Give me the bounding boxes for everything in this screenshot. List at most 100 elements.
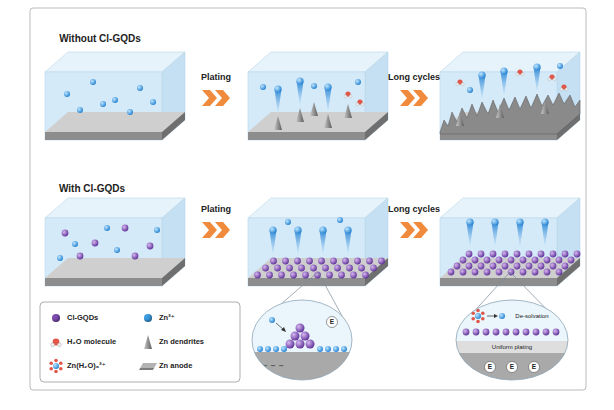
step-label: Long cycles: [388, 73, 440, 83]
panel-bare-cycled-part: [500, 67, 507, 97]
zoom-bubble-uniform-part-part: [553, 329, 560, 336]
zoom-bubble-nucleation-part-part: [281, 346, 287, 352]
panel-bare-plating-part: [310, 102, 318, 116]
panel-bare-plating-part: [274, 85, 281, 115]
zoom-bubble-uniform-part-part: [485, 362, 496, 373]
panel-gqd-plating-part: [285, 219, 291, 225]
zoom-bubble-uniform-part-part: [450, 353, 575, 383]
panel-gqd-plating-part: [319, 226, 326, 256]
zoom-bubble-uniform-part-part: [487, 316, 495, 317]
legend-box: [40, 302, 240, 382]
panel-gqd-plating-part: [262, 265, 377, 272]
legend-label: Zn anode: [159, 362, 192, 370]
zoom-bubble-nucleation-part: − − −: [250, 317, 355, 383]
panel-bare-cycled-part: [456, 112, 464, 126]
panel-bare-plating-part: [344, 91, 352, 97]
process-arrow: [202, 222, 230, 238]
panel-gqd-start-part: [147, 243, 154, 250]
zoom-bubble-nucleation-part-part: [325, 346, 331, 352]
process-arrow: [202, 90, 230, 106]
legend-swatch: [144, 314, 152, 322]
panel-bare-cycled-part: [440, 93, 580, 134]
panel-bare-plating-part: [311, 83, 317, 89]
panel-gqd-plating-part: [344, 226, 351, 256]
panel-bare-start-part: [45, 52, 185, 140]
panel-bare-start-part: [137, 85, 143, 91]
panel-gqd-plating-part: [248, 198, 388, 286]
field-symbol: E: [510, 363, 514, 370]
panel-bare-start-part: [64, 91, 70, 97]
zoom-bubble-uniform-part-part: [513, 329, 520, 336]
panel-gqd-cycled-part: [460, 257, 575, 264]
panel-gqd-start-part: [92, 240, 99, 247]
row-heading: Without Cl-GQDs: [59, 33, 141, 44]
panel-gqd-start-part: [62, 230, 69, 237]
zoom-bubble-uniform-part-part: [493, 329, 500, 336]
panel-gqd-start-part: [77, 253, 84, 260]
zoom-bubble-uniform-part-part: [507, 362, 518, 373]
panel-gqd-cycled-part: [448, 269, 563, 276]
zoom-bubble-uniform-part-part: [533, 329, 540, 336]
zoom-bubble-uniform-part: [456, 300, 568, 380]
step-label: Plating: [201, 73, 231, 83]
zoom-bubble-nucleation-part-part: [257, 346, 263, 352]
panel-bare-plating-part: [248, 52, 388, 140]
field-symbol: E: [330, 318, 334, 325]
zoom-bubble-uniform-part-part: [529, 362, 540, 373]
panel-bare-cycled-part: [478, 71, 485, 101]
step-label: Long cycles: [388, 205, 440, 215]
panel-bare-start-part: [150, 99, 156, 105]
panel-bare-plating-part: [355, 79, 361, 85]
panel-gqd-start: [45, 198, 185, 286]
panel-bare-cycled-part: [533, 63, 540, 93]
panel-bare-start: [45, 52, 185, 140]
zoom-bubble-nucleation-part-part: [296, 340, 305, 349]
legend-icon: [144, 335, 152, 349]
zoom-bubble-uniform: [450, 300, 575, 383]
panel-bare-plating-part: [296, 108, 304, 122]
panel-bare-cycled-part: [456, 79, 464, 85]
panel-bare-cycled-part: [496, 104, 504, 118]
zoom-bubble-nucleation-part-part: [296, 324, 305, 333]
panel-bare-plating-part: [260, 84, 266, 90]
zoom-bubble-nucleation-part-part: [317, 346, 323, 352]
panel-gqd-start-part: [72, 241, 78, 247]
zoom-bubble-nucleation-part-part: [333, 346, 339, 352]
figure-frame: [30, 8, 586, 390]
panel-gqd-start-part: [154, 227, 160, 233]
zoom-bubble-nucleation-part-part: [291, 332, 300, 341]
panel-bare-start-part: [90, 79, 96, 85]
zoom-bubble-uniform-part-part: [483, 329, 490, 336]
panel-bare-start-part: [77, 107, 83, 113]
zoom-bubble-uniform-part-part: [463, 329, 470, 336]
zoom-bubble-uniform-part-part: [473, 329, 480, 336]
zoom-bubble-nucleation-part-part: [281, 327, 286, 332]
legend-icon: [49, 359, 62, 374]
zoom-bubble-uniform-part-part: [543, 329, 550, 336]
panel-bare-plating-part: [274, 116, 282, 130]
zoom-bubble-nucleation: − − −: [250, 300, 355, 382]
panel-gqd-plating-part: [294, 226, 301, 256]
zoom-bubble-nucleation-part-part: [306, 340, 315, 349]
panel-bare-cycled-part: [516, 69, 524, 75]
panel-gqd-cycled-part: [440, 198, 580, 286]
legend-icon-part: [49, 359, 62, 374]
field-symbol: E: [488, 363, 492, 370]
panel-bare-start-part: [100, 101, 106, 107]
panel-bare-plating: [248, 52, 388, 140]
legend-label: Zn(H₂O)₆²⁺: [67, 362, 106, 370]
panel-gqd-start-part: [57, 255, 63, 261]
legend-icon-part: [144, 335, 152, 349]
legend-swatch: [52, 314, 60, 322]
step-label: Plating: [201, 205, 231, 215]
zoom-bubble-nucleation-part-part: [327, 317, 338, 328]
panel-gqd-start-part: [45, 198, 185, 286]
zoom-bubble-nucleation-part-part: [273, 346, 279, 352]
zoom-bubble-nucleation-part-part: [286, 340, 295, 349]
panel-bare-cycled-part: [541, 100, 549, 114]
panel-bare-plating-part: [344, 104, 352, 118]
panel-gqd-cycled-part: [491, 218, 498, 248]
panel-gqd-cycled-part: [516, 218, 523, 248]
zoom-bubble-uniform-part-part: [494, 314, 498, 318]
